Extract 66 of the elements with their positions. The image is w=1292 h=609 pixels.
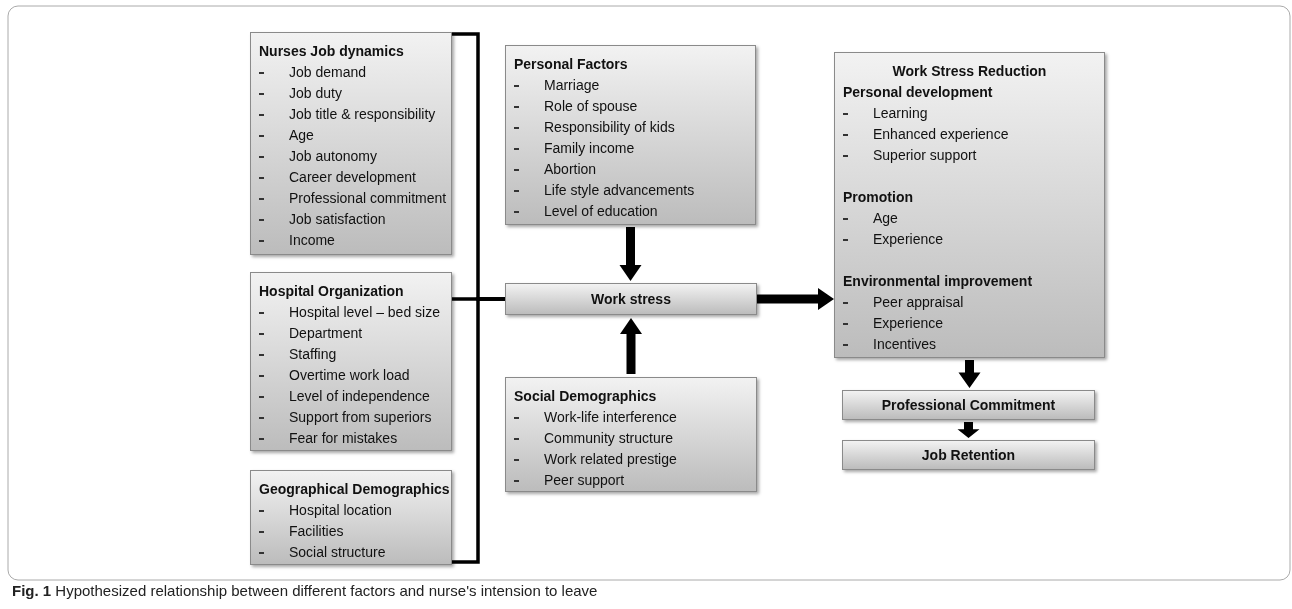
list-item: Hospital location [259,500,392,521]
list-item: Facilities [259,521,344,542]
block-arrow [620,318,642,374]
box-label: Work stress [591,289,671,309]
list-item: Staffing [259,344,337,365]
box-label: Professional Commitment [881,395,1056,415]
list-item: Overtime work load [259,365,410,386]
list-item: Job satisfaction [259,209,386,230]
box-title: Work Stress Reduction [891,62,1048,81]
list-item: Work-life interference [514,407,677,428]
list-item: Income [259,230,335,251]
figure-caption: Fig. 1 Hypothesized relationship between different factors and nurse's intension to leave [12,582,598,599]
factor-box [250,32,452,255]
list-item: Age [843,208,898,229]
list-item: Level of independence [259,386,430,407]
list-item: Professional commitment [259,188,447,209]
box-heading: Social Demographics [514,387,657,406]
list-item: Job autonomy [259,146,377,167]
list-item: Role of spouse [514,96,638,117]
list-item: Experience [843,229,944,250]
list-item: Learning [843,103,928,124]
box-heading: Personal Factors [514,55,628,74]
box-label: Job Retention [921,445,1016,465]
factor-box [505,377,757,492]
list-item: Community structure [514,428,674,449]
list-item: Job demand [259,62,367,83]
list-item: Abortion [514,159,597,180]
factor-box [505,45,756,225]
list-item: Experience [843,313,944,334]
list-item: Superior support [843,145,977,166]
bracket-line [452,297,505,564]
list-item: Job duty [259,83,342,104]
factor-box [250,272,452,451]
process-box [505,283,757,315]
factor-box [250,470,452,565]
process-box [842,440,1095,470]
list-item: Age [259,125,314,146]
list-item: Responsibility of kids [514,117,675,138]
list-item: Department [259,323,363,344]
list-item: Marriage [514,75,600,96]
box-heading: Hospital Organization [259,282,404,301]
factor-box [834,52,1105,358]
section-heading: Personal development [843,83,993,102]
box-heading: Geographical Demographics [259,480,450,499]
list-item: Peer support [514,470,625,491]
block-arrow [757,288,834,310]
list-item: Incentives [843,334,937,355]
list-item: Peer appraisal [843,292,964,313]
list-item: Support from superiors [259,407,432,428]
section-heading: Environmental improvement [843,272,1033,291]
list-item: Level of education [514,201,658,222]
list-item: Work related prestige [514,449,677,470]
list-item: Enhanced experience [843,124,1009,145]
block-arrow [619,227,642,281]
list-item: Job title & responsibility [259,104,436,125]
section-heading: Promotion [843,188,913,207]
list-item: Fear for mistakes [259,428,398,449]
list-item: Life style advancements [514,180,695,201]
list-item: Hospital level – bed size [259,302,440,323]
list-item: Family income [514,138,635,159]
box-heading: Nurses Job dynamics [259,42,404,61]
block-arrow [958,360,981,388]
process-box [842,390,1095,420]
list-item: Career development [259,167,416,188]
block-arrow [957,422,980,438]
list-item: Social structure [259,542,386,563]
